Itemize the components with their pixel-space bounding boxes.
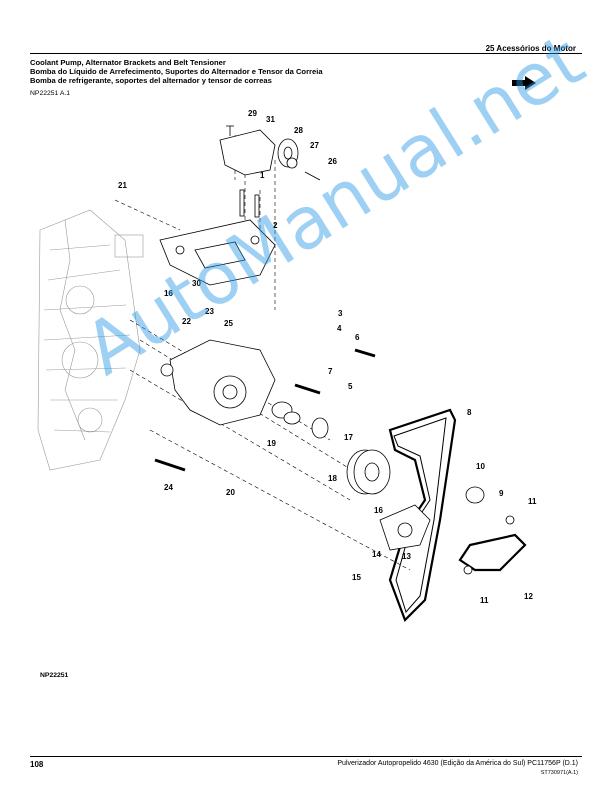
title-line-en: Coolant Pump, Alternator Brackets and Be…	[30, 58, 226, 67]
page-title: Coolant Pump, Alternator Brackets and Be…	[30, 58, 323, 85]
callout-labels: 29 31 28 27 26 1 21 2 16 30 22 23 25 3 4…	[118, 109, 537, 605]
callout-2: 2	[273, 221, 278, 230]
pulley-17	[346, 449, 391, 495]
callout-8: 8	[467, 408, 472, 417]
upper-bracket	[219, 125, 321, 181]
page-number: 108	[30, 760, 44, 769]
callout-29: 29	[248, 109, 257, 118]
callout-1: 1	[260, 171, 265, 180]
footer-text: Pulverizador Autopropelido 4630 (Edição …	[337, 760, 578, 767]
figure-id: NP22251	[40, 672, 69, 679]
callout-10: 10	[476, 462, 485, 471]
parts-diagram: 29 31 28 27 26 1 21 2 16 30 22 23 25 3 4…	[37, 109, 537, 622]
title-line-es: Bomba de refrigerante, soportes del alte…	[30, 76, 272, 85]
belt-8	[388, 408, 457, 622]
callout-31: 31	[266, 115, 275, 124]
callout-11: 11	[528, 497, 537, 506]
callout-12: 12	[524, 592, 533, 601]
callout-19: 19	[267, 439, 276, 448]
callout-9: 9	[499, 489, 504, 498]
callout-28: 28	[294, 126, 303, 135]
callout-17: 17	[344, 433, 353, 442]
callout-14: 14	[372, 550, 381, 559]
callout-13: 13	[402, 552, 411, 561]
callout-22: 22	[182, 317, 191, 326]
alternator-bracket	[159, 219, 276, 286]
bolts-1	[239, 189, 260, 218]
callout-4: 4	[337, 324, 342, 333]
title-line-pt: Bomba do Líquido de Arrefecimento, Supor…	[30, 67, 323, 76]
callout-25: 25	[224, 319, 233, 328]
engine-block-sketch	[37, 209, 144, 471]
callout-3: 3	[338, 309, 343, 318]
callout-5: 5	[348, 382, 353, 391]
callout-27: 27	[310, 141, 319, 150]
callout-21: 21	[118, 181, 127, 190]
callout-6: 6	[355, 333, 360, 342]
callout-20: 20	[226, 488, 235, 497]
callout-11b: 11	[480, 596, 489, 605]
top-rule	[30, 53, 582, 54]
callout-16: 16	[164, 289, 173, 298]
right-arrow-icon	[512, 76, 536, 90]
callout-24: 24	[164, 483, 173, 492]
callout-18: 18	[328, 474, 337, 483]
callout-15: 15	[352, 573, 361, 582]
coolant-pump	[160, 339, 329, 439]
footer-code: ST730971(A.1)	[540, 770, 578, 776]
callout-23: 23	[205, 307, 214, 316]
figure-reference: NP22251 A.1	[30, 90, 71, 97]
belt-12	[458, 533, 527, 572]
tensioner	[379, 486, 515, 575]
callout-16b: 16	[374, 506, 383, 515]
bolts-misc	[154, 348, 376, 472]
section-header: 25 Acessórios do Motor	[485, 44, 576, 53]
callout-7: 7	[328, 367, 333, 376]
bottom-rule	[30, 756, 582, 757]
callout-30: 30	[192, 279, 201, 288]
callout-26: 26	[328, 157, 337, 166]
